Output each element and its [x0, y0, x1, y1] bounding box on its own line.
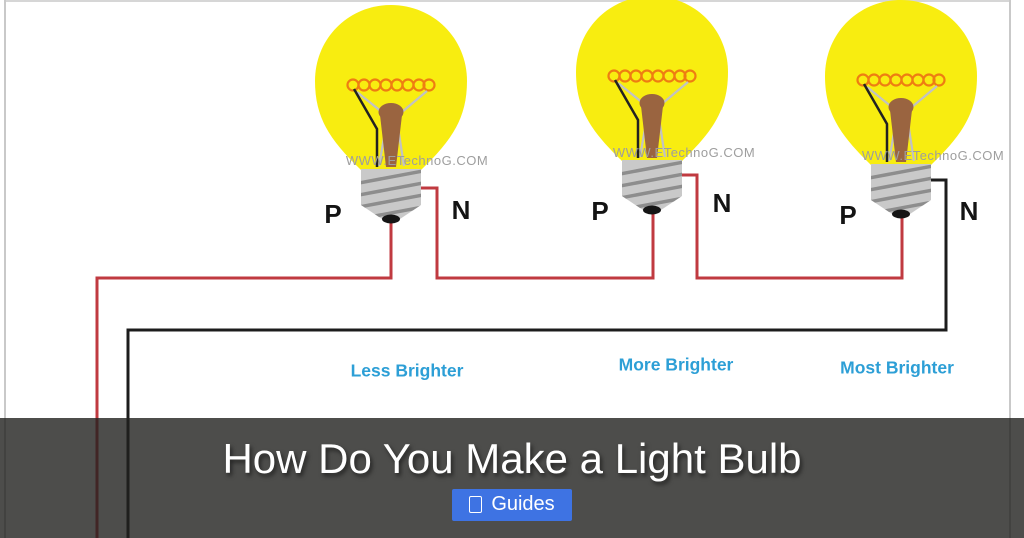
terminal-label-n-3: N	[959, 196, 979, 226]
positive-wire-bulb1-to-bulb2	[421, 186, 655, 280]
terminal-label-n-1: N	[451, 195, 471, 225]
terminal-label-n-2: N	[712, 188, 732, 218]
guides-button[interactable]: Guides	[452, 489, 572, 522]
bulb-caption-1: Less Brighter	[350, 360, 464, 381]
photo-border-left	[4, 0, 6, 538]
terminal-label-p-1: P	[324, 199, 342, 229]
missing-glyph-icon	[469, 496, 483, 514]
light-bulb-1	[315, 5, 467, 224]
terminal-label-p-3: P	[839, 200, 857, 230]
positive-wire-bulb2-to-bulb3	[682, 173, 904, 280]
page-title: How Do You Make a Light Bulb	[222, 435, 802, 482]
bulb-caption-2: More Brighter	[618, 354, 734, 375]
title-overlay: How Do You Make a Light Bulb Guides	[0, 418, 1024, 538]
light-bulb-3	[825, 0, 977, 219]
light-bulb-2	[576, 0, 728, 215]
bulb-caption-3: Most Brighter	[840, 357, 954, 378]
watermark: WWW.ETechnoG.COM	[612, 145, 756, 160]
negative-wire	[126, 178, 948, 538]
guides-button-label: Guides	[491, 493, 555, 516]
terminal-label-p-2: P	[591, 196, 609, 226]
photo-border-right	[1009, 0, 1011, 538]
positive-wire-battery	[95, 218, 393, 538]
watermark: WWW.ETechnoG.COM	[861, 148, 1005, 163]
photo-border-top	[4, 0, 1010, 2]
watermark: WWW.ETechnoG.COM	[345, 153, 489, 168]
